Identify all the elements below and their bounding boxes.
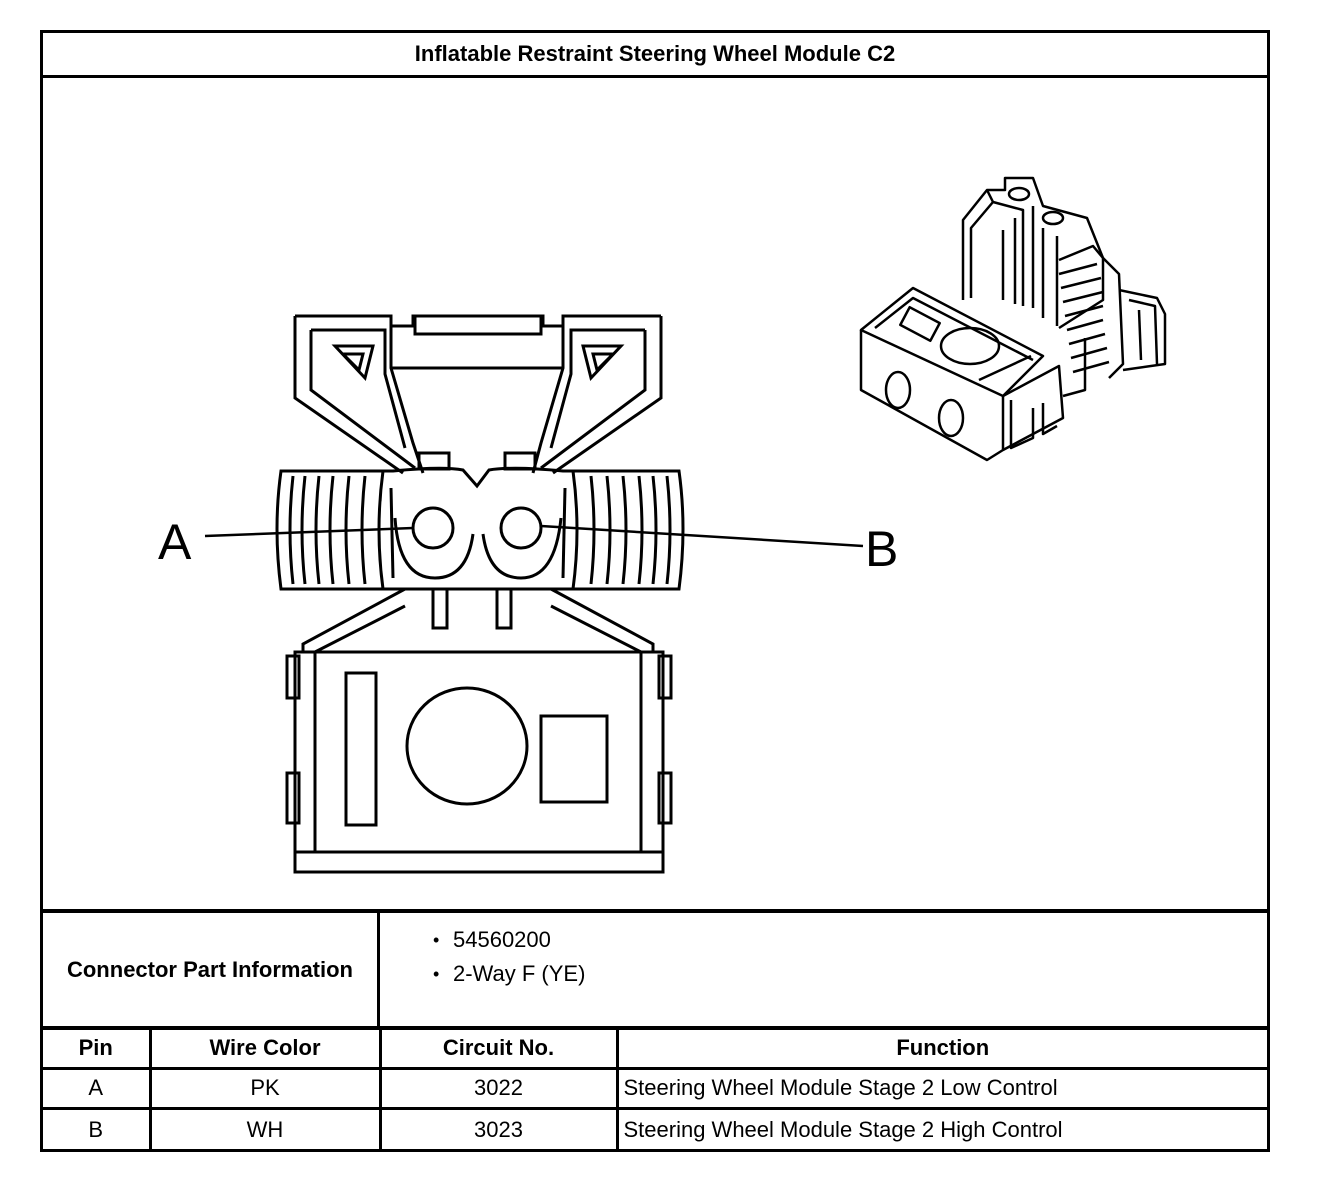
cell-function: Steering Wheel Module Stage 2 High Contr… <box>615 1107 1267 1149</box>
terminal-cavity-b <box>499 506 543 550</box>
connector-drawing-area: A B <box>43 78 1267 910</box>
connector-face-view: A B <box>158 176 1167 874</box>
page-title: Inflatable Restraint Steering Wheel Modu… <box>43 33 1267 78</box>
cell-pin: A <box>43 1066 152 1111</box>
table-row: A PK 3022 Steering Wheel Module Stage 2 … <box>43 1066 1267 1111</box>
cell-wire-color: PK <box>148 1066 382 1111</box>
callout-leader-b <box>540 524 864 548</box>
pinout-table: Pin Wire Color Circuit No. Function A PK… <box>43 1025 1267 1149</box>
list-item: • 2-Way F (YE) <box>393 957 585 991</box>
cell-wire-color: WH <box>148 1107 382 1149</box>
connector-main-body <box>275 466 685 591</box>
connector-top-latch <box>293 314 663 475</box>
header-pin: Pin <box>43 1025 152 1070</box>
cell-circuit: 3022 <box>378 1066 619 1111</box>
connector-sheet: Inflatable Restraint Steering Wheel Modu… <box>40 30 1270 1152</box>
connector-info-label: Connector Part Information <box>43 913 380 1027</box>
terminal-cavity-a <box>411 506 455 550</box>
header-wire-color: Wire Color <box>148 1025 382 1070</box>
connector-isometric-view <box>859 176 1167 462</box>
bullet-icon: • <box>433 929 440 950</box>
connector-info-list: • 54560200 • 2-Way F (YE) <box>393 923 585 991</box>
cell-function: Steering Wheel Module Stage 2 Low Contro… <box>615 1066 1267 1111</box>
table-header-row: Pin Wire Color Circuit No. Function <box>43 1025 1267 1070</box>
header-function: Function <box>615 1025 1267 1070</box>
connector-part-info: Connector Part Information • 54560200 • … <box>43 909 1267 1027</box>
cell-circuit: 3023 <box>378 1107 619 1149</box>
header-circuit: Circuit No. <box>378 1025 619 1070</box>
part-number: 54560200 <box>453 927 551 952</box>
callout-leader-a <box>204 526 414 538</box>
cell-pin: B <box>43 1107 152 1149</box>
table-row: B WH 3023 Steering Wheel Module Stage 2 … <box>43 1107 1267 1149</box>
callout-label-b: B <box>865 521 898 577</box>
bullet-icon: • <box>433 963 440 984</box>
connector-description: 2-Way F (YE) <box>453 961 586 986</box>
connector-lower-body <box>285 587 673 874</box>
list-item: • 54560200 <box>393 923 585 957</box>
callout-label-a: A <box>158 514 192 570</box>
